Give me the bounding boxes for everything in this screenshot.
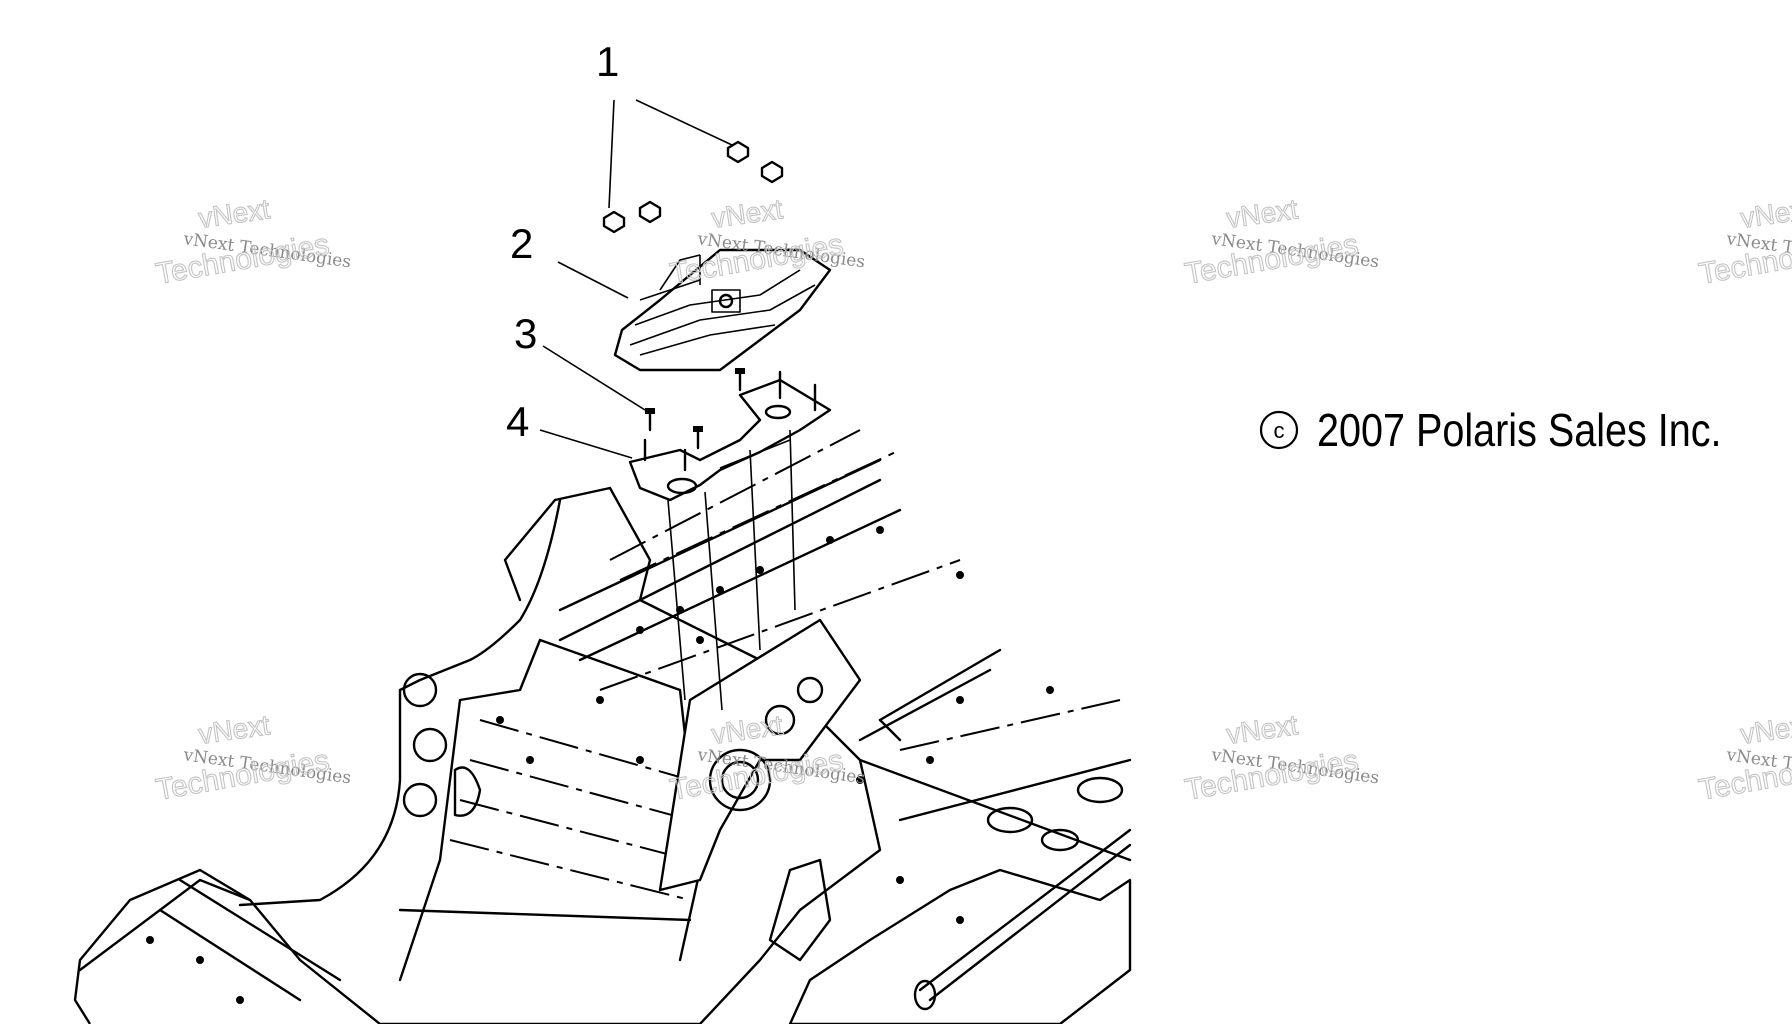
callout-4: 4 xyxy=(506,398,529,445)
svg-text:vNext: vNext xyxy=(197,709,272,750)
copyright-text: 2007 Polaris Sales Inc. xyxy=(1317,405,1722,456)
svg-text:vNext: vNext xyxy=(197,193,272,234)
alignment-lines xyxy=(667,429,796,711)
watermark-top-right: vNext vNext Technologies Technologies xyxy=(1182,193,1380,292)
watermark-top-left: vNext vNext Technologies Technologies xyxy=(153,193,352,292)
callout-3: 3 xyxy=(514,310,537,357)
callout-1: 1 xyxy=(596,38,619,85)
leader-lines xyxy=(539,99,733,459)
watermark-bottom-edge: vNext vNext Technologies Technologies xyxy=(1696,709,1792,808)
svg-text:vNext: vNext xyxy=(1225,193,1300,234)
callout-2: 2 xyxy=(510,220,533,267)
screw-parts xyxy=(645,368,745,450)
nut-parts xyxy=(602,140,784,234)
svg-text:vNext: vNext xyxy=(1225,709,1300,750)
svg-text:vNext: vNext xyxy=(1739,193,1792,234)
watermark-top-edge: vNext vNext Technologies Technologies xyxy=(1696,193,1792,292)
ecu-module-part xyxy=(613,248,832,372)
watermark-bottom-right: vNext vNext Technologies Technologies xyxy=(1182,709,1380,808)
copyright-symbol-icon xyxy=(1259,410,1299,450)
bracket-part xyxy=(628,370,832,502)
svg-text:vNext: vNext xyxy=(710,193,785,234)
copyright-notice: c 2007 Polaris Sales Inc. xyxy=(1259,405,1722,457)
svg-text:vNext: vNext xyxy=(1739,709,1792,750)
copyright-symbol-letter: c xyxy=(1274,418,1285,443)
